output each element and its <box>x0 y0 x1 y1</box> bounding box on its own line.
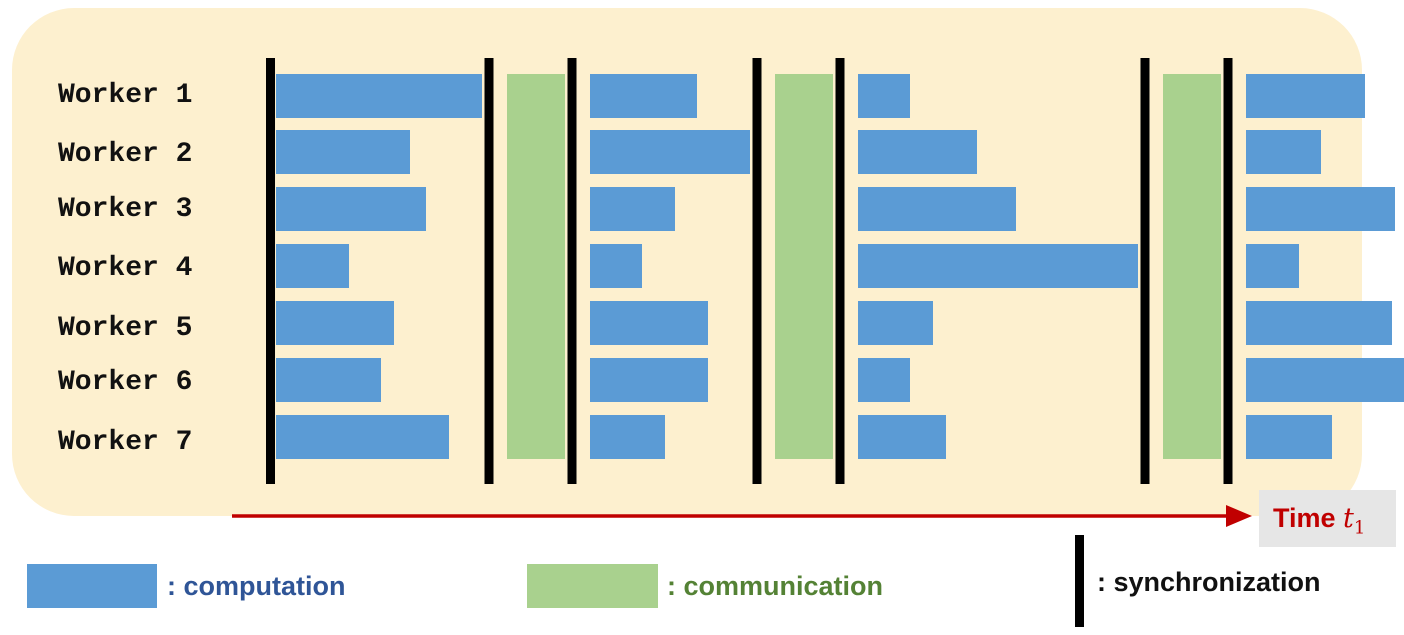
computation-bar <box>590 187 675 231</box>
computation-bar <box>1246 187 1395 231</box>
computation-bar <box>590 415 665 459</box>
sync-barrier <box>835 58 845 484</box>
computation-bar <box>858 301 933 345</box>
worker-label: Worker 5 <box>58 313 193 344</box>
computation-bar <box>590 301 708 345</box>
computation-bar <box>590 358 708 402</box>
time-axis <box>232 505 1252 527</box>
communication-block <box>507 74 565 459</box>
time-axis-label: Time t1 <box>1273 502 1365 544</box>
sync-barrier <box>567 58 577 484</box>
computation-bar <box>1246 301 1392 345</box>
sync-barrier <box>1140 58 1150 484</box>
computation-bar <box>858 415 946 459</box>
sync-barrier <box>484 58 494 484</box>
computation-bar <box>858 74 910 118</box>
worker-label: Worker 7 <box>58 427 193 458</box>
phase-bars <box>276 74 1404 459</box>
worker-label: Worker 4 <box>58 253 193 284</box>
time-arrow-head <box>1226 505 1252 527</box>
legend-synchronization-swatch <box>1075 535 1084 627</box>
computation-bar <box>858 187 1016 231</box>
worker-label: Worker 2 <box>58 139 193 170</box>
computation-bar <box>1246 358 1404 402</box>
computation-bar <box>276 415 449 459</box>
computation-bar <box>1246 74 1365 118</box>
computation-bar <box>858 358 910 402</box>
legend-communication-label: : communication <box>667 571 884 601</box>
computation-bar <box>590 130 750 174</box>
computation-bar <box>276 244 349 288</box>
time-axis-label-text: Time <box>1273 503 1336 533</box>
sync-barrier <box>266 58 275 484</box>
computation-bar <box>1246 415 1332 459</box>
communication-block <box>1163 74 1221 459</box>
communication-block <box>775 74 833 459</box>
computation-bar <box>276 358 381 402</box>
sync-barriers <box>266 58 1233 484</box>
time-variable: t <box>1343 503 1354 534</box>
computation-bar <box>276 301 394 345</box>
sync-barrier <box>1223 58 1233 484</box>
computation-bar <box>276 130 410 174</box>
computation-bar <box>858 130 977 174</box>
computation-bar <box>590 244 642 288</box>
legend-communication-swatch <box>527 564 658 608</box>
computation-bar <box>1246 244 1299 288</box>
worker-label: Worker 6 <box>58 367 193 398</box>
computation-bar <box>276 187 426 231</box>
computation-bar <box>590 74 697 118</box>
worker-label: Worker 1 <box>58 80 193 111</box>
time-variable-subscript: 1 <box>1353 517 1366 539</box>
computation-bar <box>276 74 482 118</box>
sync-barrier <box>752 58 762 484</box>
legend-computation-swatch <box>27 564 157 608</box>
time-label-box: Time t1 <box>1259 490 1396 547</box>
computation-bar <box>1246 130 1321 174</box>
computation-bar <box>858 244 1138 288</box>
worker-label: Worker 3 <box>58 194 193 225</box>
legend-synchronization-label: : synchronization <box>1097 567 1321 597</box>
legend-computation-label: : computation <box>167 571 346 601</box>
